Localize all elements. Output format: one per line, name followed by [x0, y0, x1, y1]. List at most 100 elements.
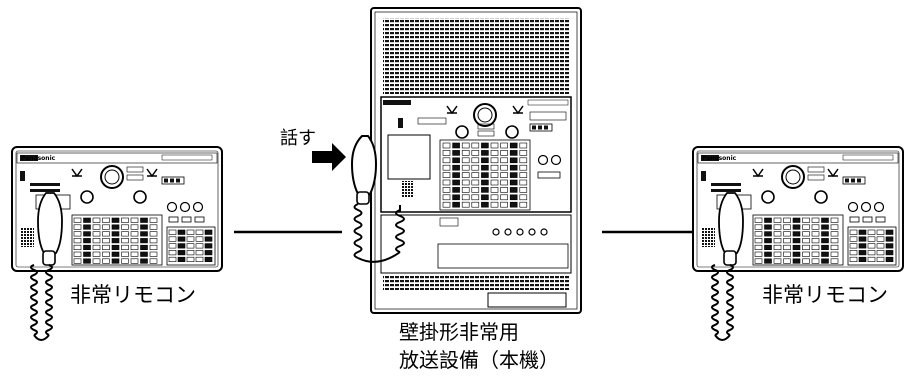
zone-button: [802, 238, 810, 244]
zone-button: [471, 157, 480, 164]
zone-button: [461, 150, 470, 156]
zone-button: [121, 258, 129, 264]
zone-button: [811, 251, 820, 257]
zone-button: [754, 244, 763, 250]
zone-button: [867, 250, 876, 256]
zone-button: [195, 229, 204, 235]
zone-button: [849, 229, 858, 235]
zone-button: [92, 238, 101, 244]
zone-button: [168, 236, 177, 242]
zone-button: [73, 258, 82, 264]
zone-button: [442, 201, 451, 208]
zone-button: [830, 231, 839, 237]
zone-button: [102, 217, 110, 223]
zone-button: [111, 258, 120, 264]
zone-button: [195, 243, 204, 249]
zone-button: [73, 217, 82, 223]
zone-button: [102, 244, 110, 250]
zone-button: [130, 251, 139, 257]
zone-button: [461, 201, 470, 208]
zone-button: [773, 251, 782, 257]
zone-button: [102, 258, 110, 264]
zone-button: [830, 251, 839, 257]
zone-button: [519, 157, 528, 164]
main-unit: [370, 7, 582, 314]
zone-button: [168, 256, 177, 263]
zone-button: [849, 243, 858, 249]
zone-button: [783, 231, 791, 237]
zone-button: [111, 251, 120, 257]
zone-button: [500, 201, 508, 208]
zone-button: [204, 256, 213, 263]
zone-button: [519, 201, 528, 208]
zone-button: [754, 258, 763, 264]
zone-button: [519, 187, 528, 193]
zone-button: [83, 251, 91, 257]
zone-button: [204, 229, 213, 235]
zone-button: [500, 157, 508, 164]
zone-button: [83, 258, 91, 264]
zone-button: [471, 142, 480, 149]
zone-button: [140, 224, 148, 230]
zone-button: [490, 194, 499, 201]
zone-button: [811, 258, 820, 264]
zone-button: [121, 238, 129, 244]
zone-button: [754, 238, 763, 244]
zone-button: [186, 236, 195, 242]
zone-button: [111, 238, 120, 244]
zone-button: [130, 231, 139, 237]
zone-button: [792, 231, 801, 237]
zone-button: [168, 229, 177, 235]
zone-button: [773, 238, 782, 244]
main-unit-label-line1: 壁掛形非常用: [399, 320, 519, 344]
zone-button: [461, 172, 470, 178]
zone-button: [802, 217, 810, 223]
zone-button: [885, 256, 894, 263]
zone-button: [481, 142, 489, 149]
zone-button: [471, 187, 480, 193]
zone-button: [92, 231, 101, 237]
right-arrow-icon: [312, 143, 346, 171]
zone-button: [509, 194, 518, 201]
zone-button: [754, 231, 763, 237]
zone-button: [442, 157, 451, 164]
zone-button: [130, 244, 139, 250]
zone-button: [764, 244, 772, 250]
zone-button: [83, 224, 91, 230]
zone-button: [519, 194, 528, 201]
zone-button: [490, 187, 499, 193]
zone-button: [83, 244, 91, 250]
zone-button: [858, 243, 867, 249]
zone-button: [821, 224, 829, 230]
zone-button: [102, 231, 110, 237]
zone-button: [481, 150, 489, 156]
zone-button: [481, 194, 489, 201]
nameplate: [487, 292, 567, 308]
zone-button: [885, 229, 894, 235]
zone-button: [876, 243, 885, 249]
zone-button: [773, 231, 782, 237]
zone-button: [490, 150, 499, 156]
zone-button: [452, 142, 460, 149]
zone-button: [490, 179, 499, 186]
zone-button: [509, 142, 518, 149]
zone-button: [471, 150, 480, 156]
zone-button: [481, 172, 489, 178]
zone-button: [811, 224, 820, 230]
zone-button: [195, 256, 204, 263]
zone-button: [519, 164, 528, 171]
zone-button: [500, 194, 508, 201]
zone-button: [764, 258, 772, 264]
zone-button: [452, 179, 460, 186]
zone-button: [849, 236, 858, 242]
zone-button: [186, 243, 195, 249]
zone-button: [73, 238, 82, 244]
zone-button: [83, 231, 91, 237]
zone-button: [149, 238, 158, 244]
zone-button: [783, 251, 791, 257]
zone-button: [83, 217, 91, 223]
zone-button: [802, 251, 810, 257]
zone-button: [102, 224, 110, 230]
remote-label-right: 非常リモコン: [762, 283, 888, 307]
